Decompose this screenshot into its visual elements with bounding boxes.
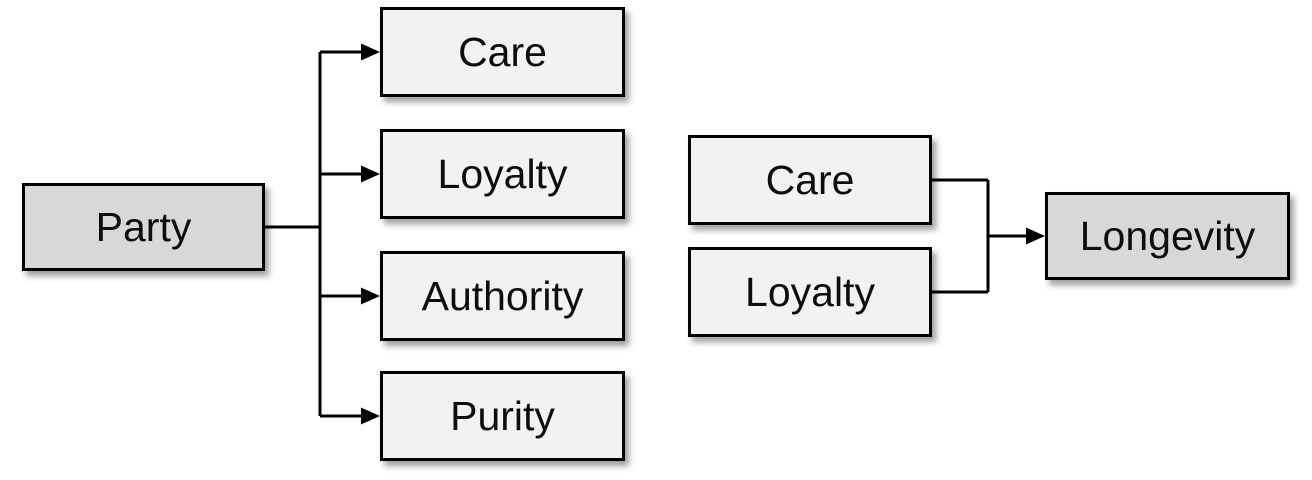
arrowhead-longevity-icon [1026,227,1045,245]
node-loyalty-left-label: Loyalty [437,150,568,197]
node-purity: Purity [380,371,625,461]
node-authority-label: Authority [421,272,584,319]
node-care-right-label: Care [765,156,855,203]
node-care-left-label: Care [458,28,547,75]
node-loyalty-left: Loyalty [380,129,625,219]
node-purity-label: Purity [450,392,555,439]
node-care-left: Care [380,7,625,97]
node-longevity-label: Longevity [1079,212,1256,259]
node-loyalty-right-label: Loyalty [745,268,875,315]
arrowhead-authority-icon [361,287,380,305]
arrowhead-care-icon [361,43,380,61]
arrowhead-purity-icon [361,407,380,425]
node-loyalty-right: Loyalty [688,247,932,337]
node-party-label: Party [95,203,192,250]
node-party: Party [22,183,265,271]
node-authority: Authority [380,251,625,341]
node-care-right: Care [688,135,932,225]
arrowhead-loyalty-icon [361,165,380,183]
node-longevity: Longevity [1045,192,1290,280]
